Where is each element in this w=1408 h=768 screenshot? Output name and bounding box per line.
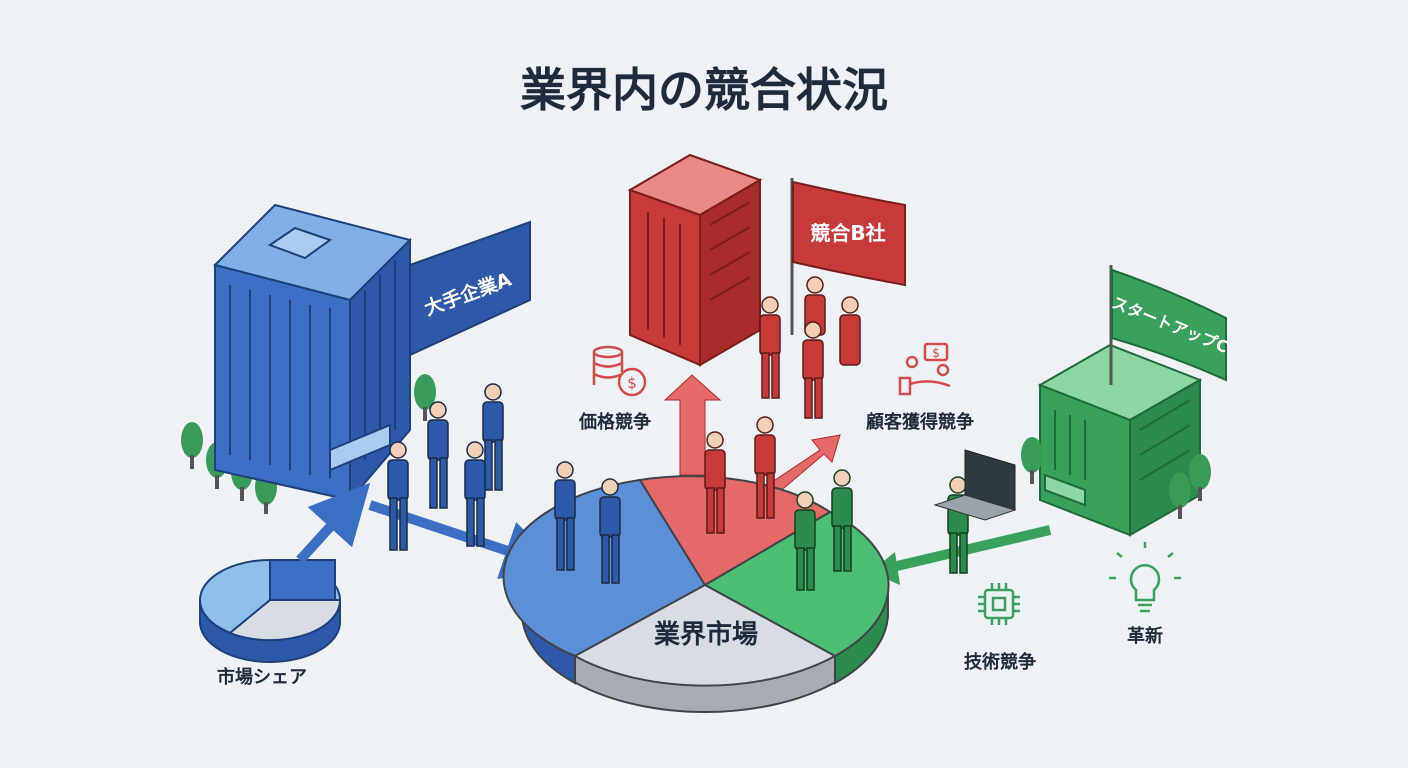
- company-b-flag: 競合B社: [790, 178, 906, 335]
- laptop-icon: [933, 449, 1017, 521]
- company-b-label: 競合B社: [810, 221, 885, 245]
- tree-icon: [1021, 437, 1211, 519]
- page-title: 業界内の競合状況: [520, 63, 888, 117]
- innovation-label: 革新: [1127, 625, 1163, 647]
- building-icon: [627, 153, 763, 367]
- market-slice-b: [638, 475, 832, 587]
- building-icon: [213, 203, 412, 503]
- market-slice-other: [572, 583, 838, 687]
- company-a-banner: 大手企業A: [409, 220, 531, 357]
- chip-icon: [978, 583, 1020, 625]
- coins-dollar-icon: $: [592, 345, 647, 397]
- tech-competition-label: 技術競争: [964, 651, 1036, 673]
- customer-hand-icon: $: [898, 342, 951, 396]
- lightbulb-icon: [1109, 542, 1181, 613]
- people-group: [387, 276, 969, 591]
- price-competition-label: 価格競争: [578, 411, 651, 433]
- svg-text:$: $: [627, 374, 637, 392]
- customer-competition-label: 顧客獲得競争: [866, 411, 974, 433]
- pie-chart-icon: [199, 559, 342, 663]
- market-label: 業界市場: [654, 619, 758, 650]
- market-share-label: 市場シェア: [217, 666, 307, 688]
- svg-text:$: $: [932, 346, 940, 360]
